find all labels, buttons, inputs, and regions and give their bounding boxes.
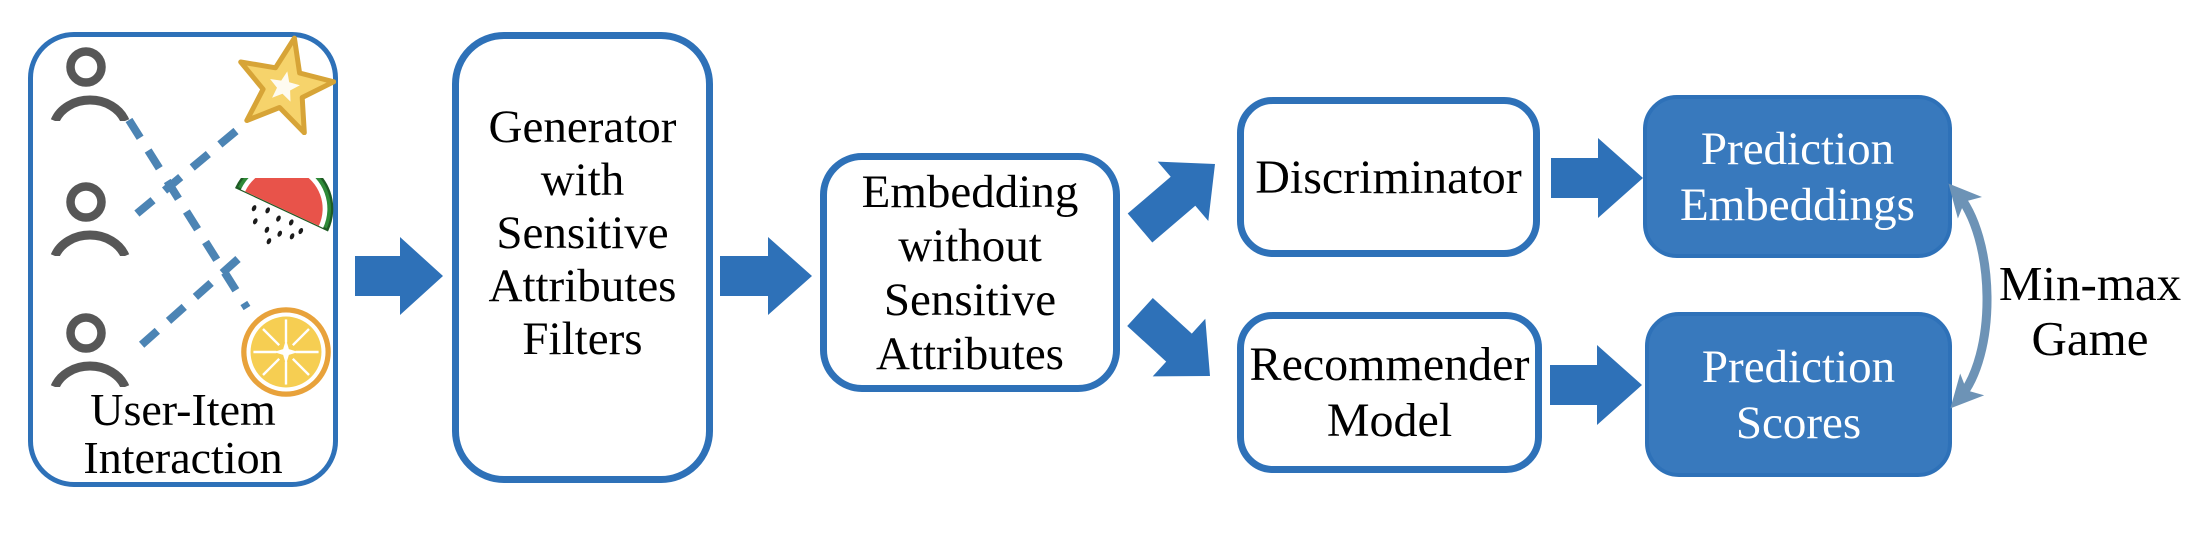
user-icon xyxy=(50,313,130,387)
label-line: User-Item xyxy=(90,384,276,435)
arrow-embedding-to-recommender xyxy=(1127,298,1210,377)
user-icon xyxy=(50,47,130,121)
orange-icon xyxy=(241,307,331,397)
node-recommender-model: Recommender Model xyxy=(1237,312,1542,473)
user-icon xyxy=(50,182,130,256)
label-line: without xyxy=(898,219,1042,272)
node-prediction-scores: Prediction Scores xyxy=(1645,312,1952,477)
min-max-curved-double-arrow xyxy=(1948,183,1992,409)
label-line: Interaction xyxy=(83,432,283,483)
label-line: Prediction xyxy=(1700,122,1895,175)
node-user-item-interaction: User-Item Interaction xyxy=(28,32,338,487)
label-line: Embeddings xyxy=(1680,178,1915,231)
label-line: Discriminator xyxy=(1255,150,1522,204)
arrow-generator-to-embedding xyxy=(720,237,812,315)
label-line: Embedding xyxy=(861,165,1079,218)
min-max-game-label: Min-max Game xyxy=(1985,256,2195,366)
starfruit-icon xyxy=(238,35,336,135)
node-embedding: Embedding without Sensitive Attributes xyxy=(820,153,1120,392)
arrow-recommender-to-prediction-scores xyxy=(1550,345,1642,425)
label-line: Game xyxy=(2031,311,2149,366)
label-line: Sensitive xyxy=(883,273,1057,326)
label-line: Model xyxy=(1326,393,1453,447)
label-line: Sensitive xyxy=(496,207,669,259)
label-line: Filters xyxy=(522,313,643,365)
label-line: Attributes xyxy=(876,327,1064,380)
watermelon-icon xyxy=(235,178,334,245)
node-label-user-item: User-Item Interaction xyxy=(33,386,333,482)
label-line: Recommender xyxy=(1249,337,1530,391)
node-discriminator: Discriminator xyxy=(1237,97,1540,257)
arrow-useritem-to-generator xyxy=(355,237,443,315)
arrow-discriminator-to-prediction-embeddings xyxy=(1551,138,1643,218)
label-line: Generator xyxy=(488,101,677,153)
label-line: Scores xyxy=(1735,396,1862,449)
node-label-generator: Generator with Sensitive Attributes Filt… xyxy=(489,101,677,366)
label-line: Min-max xyxy=(1998,256,2182,311)
node-prediction-embeddings: Prediction Embeddings xyxy=(1643,95,1952,258)
node-generator: Generator with Sensitive Attributes Filt… xyxy=(452,32,713,483)
label-line: Attributes xyxy=(488,260,677,312)
label-line: with xyxy=(540,154,625,206)
arrow-embedding-to-discriminator xyxy=(1127,161,1215,243)
label-line: Prediction xyxy=(1701,340,1896,393)
